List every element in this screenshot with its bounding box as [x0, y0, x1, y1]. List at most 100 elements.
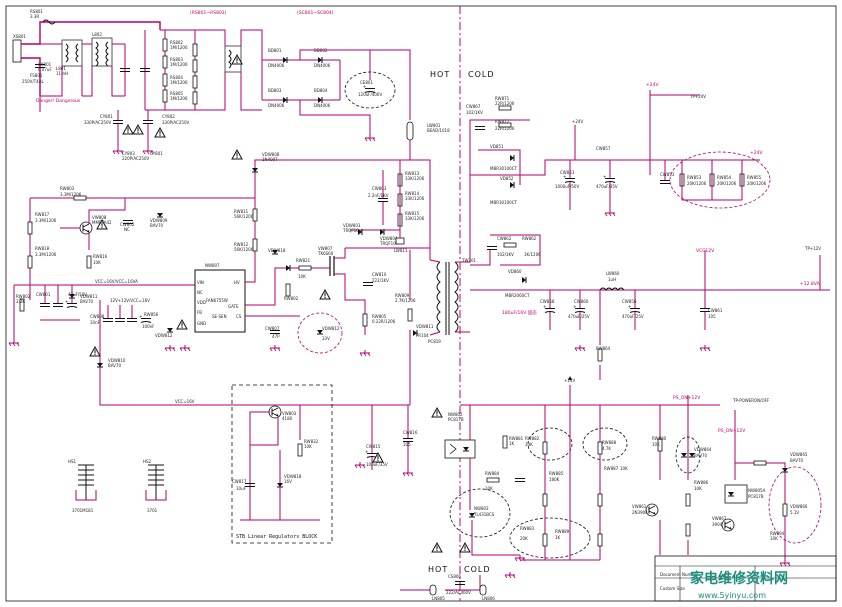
rw886-val: 10K: [694, 486, 702, 491]
rw816-ref: RW816: [93, 254, 108, 259]
vdw866-val: 5.1V: [790, 510, 799, 515]
bd801-ref: BD801: [268, 48, 282, 53]
rs801-ref: RS801: [30, 9, 43, 14]
bulk-cap-highlight: [344, 71, 396, 109]
rw802b-ref: RW802: [284, 296, 299, 301]
cy802-ref: CY802: [162, 114, 175, 119]
rs802-ref: RS802: [170, 40, 183, 45]
tl431-highlight: [449, 488, 511, 538]
cw861-val: 105: [708, 314, 716, 319]
vw867-ref: VW867: [712, 516, 727, 521]
ce801-val: 120uF/400V: [358, 92, 382, 97]
bd803-val: DN4006: [268, 103, 285, 108]
stb-block-label: STB Linear Regulators BLOCK: [236, 534, 317, 540]
vdw808-val: 1N4007: [262, 157, 278, 162]
zener-highlight: [297, 312, 343, 354]
rw803-ref: RW803: [60, 186, 75, 191]
hs1-val: 3701M181: [72, 508, 94, 513]
rs803-ref: RS803: [170, 57, 183, 62]
rw862-val: 1K/1206: [524, 252, 541, 257]
watermark-title: 家电维修资料网: [690, 570, 788, 587]
rw889-val: 1K: [555, 535, 561, 540]
rw816-val: 10K: [93, 260, 101, 265]
vw807-val: TK6S60: [317, 251, 334, 256]
cw861-ref: CW861: [708, 308, 723, 313]
fs801-ref: FS801: [30, 73, 43, 78]
vw807-ref: VW807: [318, 246, 333, 251]
rw812-ref: RW812: [234, 242, 249, 247]
rw853-val: 20K/1206: [687, 181, 707, 186]
cy803-ref: CY803: [122, 151, 135, 156]
cold-label-bottom: COLD: [464, 565, 491, 574]
rw814-ref: RW814: [405, 191, 420, 196]
cw857-val: 470uF/35V: [596, 184, 618, 189]
vdw811b-ref: VDW811: [416, 324, 434, 329]
ps-on-label: TP-POWERON/OFF: [732, 398, 770, 403]
hs2-val: 3701: [147, 508, 158, 513]
rw811-ref: RW811: [234, 209, 249, 214]
rw883-val: 20K: [520, 536, 528, 541]
cold-label: COLD: [468, 70, 495, 79]
rw887-ref: RW887: [604, 466, 619, 471]
cw817-val: 10uF: [236, 486, 247, 491]
cw803-val: 2.2nF/1KV: [368, 193, 389, 198]
rw805-ref: RW805: [372, 314, 387, 319]
out-12v-label: +12.8VA: [800, 281, 821, 287]
vdw809-val: BAV70: [150, 223, 164, 228]
cw867-val: 102/1KV: [466, 110, 483, 115]
ic-pin-vdd: VDD: [197, 300, 206, 305]
choke-l803: [224, 45, 242, 73]
v12-ctl-label: 12V+12V/VCC=16V: [110, 298, 150, 303]
hot-label-bottom: HOT: [428, 565, 448, 574]
bd804-ref: BD804: [314, 88, 328, 93]
ps-on-net-2: PS_ON+12V: [718, 428, 746, 434]
rw887-val: 10K: [620, 466, 628, 471]
rw813-val: 33K/1206: [405, 176, 425, 181]
cw802-ref: CW802: [120, 222, 135, 227]
vdw810-val: BAV70: [108, 363, 122, 368]
cw851-ref: CW851: [560, 170, 575, 175]
rail-24v-label-b: +24V: [646, 82, 659, 88]
cw853-ref: CW853: [660, 172, 675, 177]
rw871-val: 22R/1206: [495, 101, 515, 106]
rw821-ref: RW821: [296, 258, 311, 263]
cw867-ref: CW867: [466, 104, 481, 109]
cw851-val: 1000uF/50V: [555, 184, 579, 189]
cw802-val: NC: [124, 227, 130, 232]
nw803-val: TL431BCS: [473, 512, 495, 517]
ic-pin-gate: GATE: [228, 304, 239, 309]
ic-pin-gnd: GND: [197, 321, 206, 326]
lw860-ref: LW860: [606, 271, 620, 276]
cw810-val: 222/1KV: [372, 278, 389, 283]
transformer-ref: TW301: [461, 258, 476, 263]
vd852-val: MBR30100CT: [490, 200, 517, 205]
rs804-val: 1M/1206: [170, 80, 188, 85]
bd801-val: DN4006: [268, 63, 285, 68]
rw853-ref: RW853: [687, 175, 702, 180]
l802-ref: L802: [92, 32, 102, 37]
rail-24v-label-c: +24V: [750, 150, 763, 156]
vw867-val: 3904: [712, 522, 723, 527]
rw802-ref: RW802: [16, 294, 31, 299]
cw817-ref: CW817: [232, 479, 247, 484]
hs1-ref: HS1: [68, 459, 77, 464]
mosfet-vw807: [320, 248, 346, 290]
rw880-val: 10K: [652, 442, 660, 447]
vdw864-val: BAV70: [694, 453, 708, 458]
ln805-ref: LN805: [432, 596, 445, 601]
vd860-val: MBR2060CT: [505, 293, 530, 298]
lw811-ref: LW811: [394, 248, 408, 253]
rw815-ref: RW815: [405, 211, 420, 216]
hot-label: HOT: [430, 70, 450, 79]
heatsink-hs1: [75, 464, 97, 501]
cw860-val: 470uF/25V: [568, 314, 590, 319]
vdw812-val: 33V: [322, 336, 330, 341]
rw818-ref: RW818: [35, 246, 50, 251]
rw872-ref: RW872: [495, 119, 510, 124]
bd804-val: DN4006: [314, 103, 331, 108]
vdw818b-val: 16V: [284, 479, 292, 484]
rw856-ref: RW856: [144, 312, 159, 317]
rw885-ref: RW885: [549, 471, 564, 476]
ac-input-section: XS801 FS801 250V/T4AL RS801 3.3R CX801 0…: [12, 9, 263, 161]
nw802-ref: NW802: [448, 412, 463, 417]
